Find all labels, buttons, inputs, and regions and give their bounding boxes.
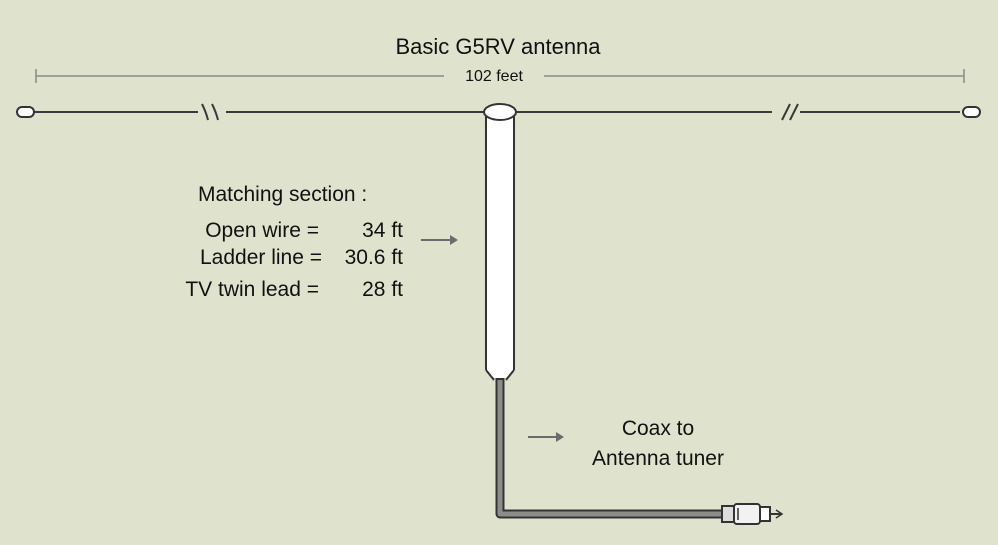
coax-connector-tip-icon <box>759 506 771 522</box>
matching-section-heading: Matching section : <box>198 183 367 206</box>
ladder-taper <box>485 369 515 381</box>
coax-label-line2: Antenna tuner <box>592 447 724 470</box>
wire-break-left-gap <box>198 104 226 120</box>
coax-connector-collar-icon <box>721 505 735 523</box>
coax-connector-pin-head <box>775 509 784 519</box>
arrow-right-icon <box>528 432 564 442</box>
antenna-wire <box>16 103 981 121</box>
wire-break-right-icon <box>781 103 799 121</box>
matching-row-value-tv-twin-lead: 28 ft <box>362 278 403 301</box>
end-insulator-left-icon <box>16 106 35 118</box>
center-insulator-icon <box>483 103 517 121</box>
span-dimension-line <box>35 69 965 83</box>
matching-row-name-open-wire: Open wire = <box>205 219 319 242</box>
matching-row-value-open-wire: 34 ft <box>362 219 403 242</box>
ladder-line <box>483 103 517 381</box>
wire-break-left-icon <box>201 103 219 121</box>
coax-outer <box>495 378 726 519</box>
ladder-line-fill <box>486 114 514 378</box>
span-label: 102 feet <box>465 68 523 85</box>
diagram-title: Basic G5RV antenna <box>395 34 601 59</box>
coax-cable <box>495 378 784 525</box>
matching-row-name-tv-twin-lead: TV twin lead = <box>185 278 319 301</box>
end-insulator-right-icon <box>962 106 981 118</box>
arrow-right-icon <box>421 235 458 245</box>
coax-inner <box>497 380 726 517</box>
coax-label-line1: Coax to <box>622 417 694 440</box>
matching-row-name-ladder-line: Ladder line = <box>200 246 322 269</box>
matching-row-value-ladder-line: 30.6 ft <box>345 246 404 269</box>
